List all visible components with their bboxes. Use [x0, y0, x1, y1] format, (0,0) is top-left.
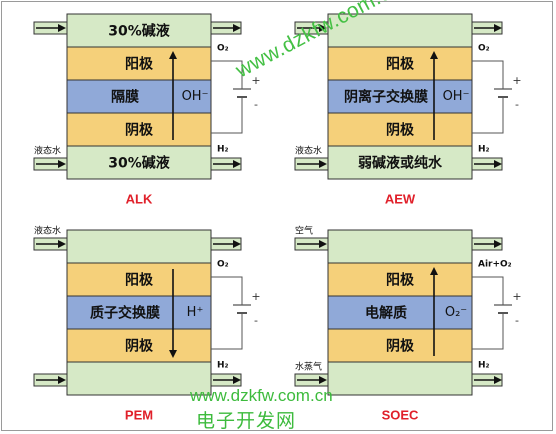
- top-outlet-label: Air+O₂: [478, 260, 512, 270]
- anode-layer: [66, 262, 212, 297]
- anode-layer-label: 阳极: [386, 56, 415, 73]
- ion-label: OH⁻: [182, 89, 209, 104]
- membrane-layer-label: 隔膜: [111, 89, 139, 106]
- circuit-wire-bottom: [211, 317, 243, 350]
- anode-layer-label: 阳极: [386, 272, 415, 289]
- circuit-wire-top: [472, 60, 504, 89]
- cathode-layer: [66, 112, 212, 147]
- top-inlet-pipe-label: 空气: [295, 225, 313, 237]
- battery-plus-label: +: [512, 74, 521, 87]
- membrane-layer-label: 质子交换膜: [90, 305, 160, 322]
- cathode-layer-label: 阴极: [386, 338, 415, 355]
- anode-layer: [66, 46, 212, 81]
- bottom-electrolyte-layer-label: 30%碱液: [108, 155, 171, 172]
- top-electrolyte-layer: [327, 229, 473, 264]
- circuit-wire-bottom: [472, 317, 504, 350]
- cathode-layer: [66, 328, 212, 363]
- battery-minus-label: -: [515, 314, 519, 327]
- panel-title: AEW: [385, 191, 416, 206]
- bottom-outlet-label: H₂: [217, 361, 229, 371]
- circuit-wire-bottom: [211, 101, 243, 134]
- membrane-layer: [327, 295, 473, 330]
- battery-minus-label: -: [254, 314, 258, 327]
- ion-label: OH⁻: [443, 89, 470, 104]
- panel-title: ALK: [126, 191, 153, 206]
- top-electrolyte-layer: [66, 229, 212, 264]
- membrane-layer: [66, 79, 212, 114]
- watermark-url: www.dzkfw.com.cn: [190, 386, 333, 405]
- circuit-wire-top: [211, 276, 243, 305]
- membrane-layer-label: 阴离子交换膜: [344, 89, 428, 106]
- circuit-wire-top: [211, 60, 243, 89]
- top-electrolyte-layer: [327, 13, 473, 48]
- membrane-layer: [327, 79, 473, 114]
- bottom-outlet-label: H₂: [478, 145, 490, 155]
- cathode-layer: [327, 112, 473, 147]
- anode-layer: [327, 46, 473, 81]
- battery-plus-label: +: [251, 74, 260, 87]
- battery-minus-label: -: [515, 98, 519, 111]
- ion-label: H⁺: [187, 305, 204, 320]
- bottom-inlet-pipe-label: 液态水: [34, 145, 61, 157]
- circuit-wire-top: [472, 276, 504, 305]
- membrane-layer-label: 电解质: [365, 305, 407, 322]
- bottom-electrolyte-layer-label: 弱碱液或纯水: [358, 155, 443, 172]
- top-electrolyte-layer-label: 30%碱液: [108, 23, 171, 40]
- cathode-layer-label: 阴极: [125, 122, 154, 139]
- panel-title: PEM: [125, 407, 153, 422]
- top-outlet-label: O₂: [217, 260, 229, 270]
- circuit-wire-bottom: [472, 101, 504, 134]
- top-inlet-pipe-label: 液态水: [34, 225, 61, 237]
- battery-plus-label: +: [251, 290, 260, 303]
- watermark-brand: 电子开发网: [196, 411, 297, 432]
- battery-plus-label: +: [512, 290, 521, 303]
- ion-label: O₂⁻: [445, 305, 467, 320]
- bottom-inlet-pipe-label: 液态水: [295, 145, 322, 157]
- panel-title: SOEC: [382, 407, 419, 422]
- top-outlet-label: O₂: [478, 44, 490, 54]
- anode-layer-label: 阳极: [125, 56, 154, 73]
- bottom-outlet-label: H₂: [478, 361, 490, 371]
- bottom-electrolyte-layer: [327, 361, 473, 396]
- cathode-layer-label: 阴极: [125, 338, 154, 355]
- top-outlet-label: O₂: [217, 44, 229, 54]
- cathode-layer-label: 阴极: [386, 122, 415, 139]
- battery-minus-label: -: [254, 98, 258, 111]
- bottom-outlet-label: H₂: [217, 145, 229, 155]
- bottom-inlet-pipe-label: 水蒸气: [295, 361, 322, 373]
- anode-layer-label: 阳极: [125, 272, 154, 289]
